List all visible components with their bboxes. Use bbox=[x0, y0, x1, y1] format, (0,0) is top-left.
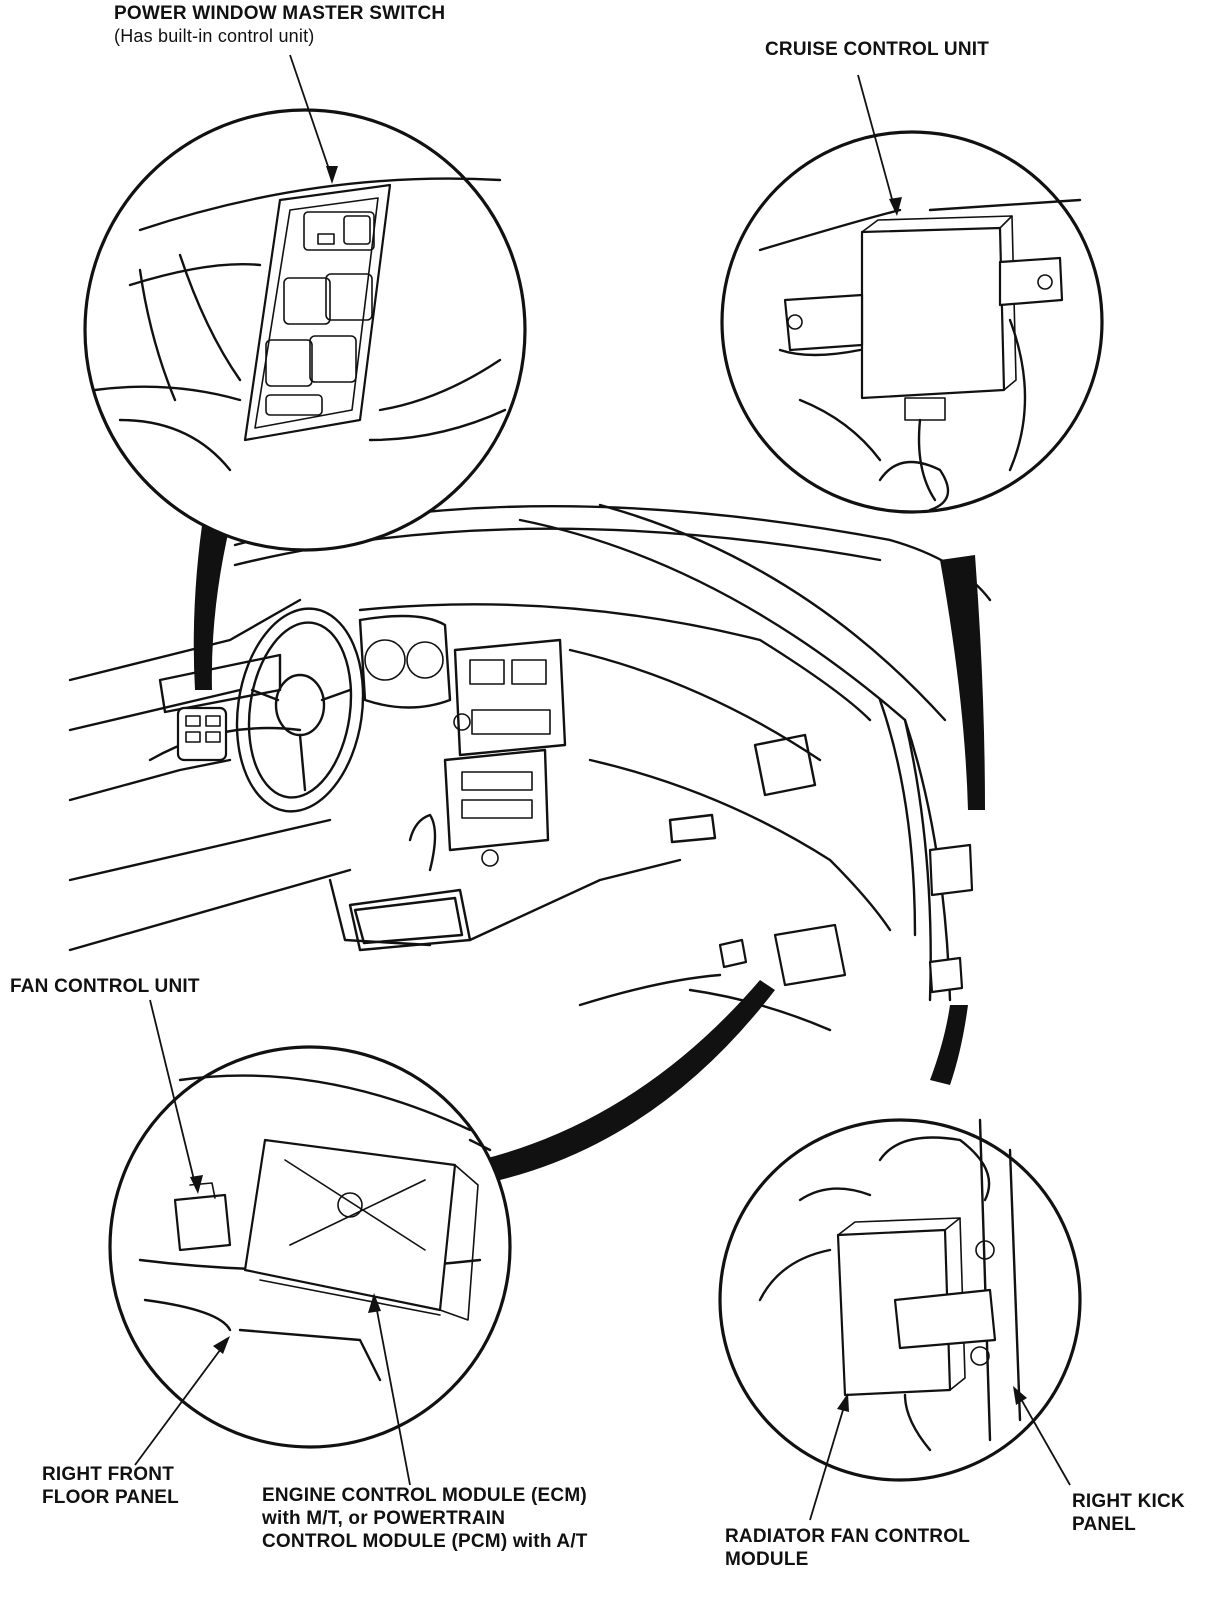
detail-power-window-switch bbox=[83, 108, 527, 552]
label-right-front-floor-panel: RIGHT FRONT FLOOR PANEL bbox=[42, 1463, 179, 1509]
engine-control-module-line-3: CONTROL MODULE (PCM) with A/T bbox=[262, 1531, 588, 1552]
radiator-fan-control-module-line-2: MODULE bbox=[725, 1549, 809, 1570]
engine-control-module-line-1: ENGINE CONTROL MODULE (ECM) bbox=[262, 1485, 587, 1506]
cruise-control-unit-title: CRUISE CONTROL UNIT bbox=[765, 39, 990, 60]
detail-radiator-fan bbox=[718, 1118, 1082, 1482]
right-front-floor-panel-line-1: RIGHT FRONT bbox=[42, 1464, 175, 1485]
fan-control-unit-title: FAN CONTROL UNIT bbox=[10, 976, 200, 997]
detail-ecm bbox=[108, 1045, 512, 1449]
callout-wedges bbox=[193, 505, 985, 1180]
power-window-switch-note: (Has built-in control unit) bbox=[114, 26, 315, 46]
right-kick-panel-line-2: PANEL bbox=[1072, 1514, 1136, 1535]
radiator-fan-control-module-line-1: RADIATOR FAN CONTROL bbox=[725, 1526, 971, 1547]
power-window-switch-title: POWER WINDOW MASTER SWITCH bbox=[114, 3, 446, 24]
dashboard-overview bbox=[68, 503, 992, 1032]
right-front-floor-panel-line-2: FLOOR PANEL bbox=[42, 1487, 179, 1508]
label-radiator-fan-control-module: RADIATOR FAN CONTROL MODULE bbox=[725, 1525, 970, 1571]
detail-cruise-control bbox=[720, 130, 1104, 514]
label-power-window-master-switch: POWER WINDOW MASTER SWITCH (Has built-in… bbox=[114, 2, 445, 48]
right-kick-panel-line-1: RIGHT KICK bbox=[1072, 1491, 1185, 1512]
label-engine-control-module: ENGINE CONTROL MODULE (ECM) with M/T, or… bbox=[262, 1484, 588, 1553]
label-fan-control-unit: FAN CONTROL UNIT bbox=[10, 975, 200, 998]
leader-arrows bbox=[134, 54, 1071, 1521]
label-right-kick-panel: RIGHT KICK PANEL bbox=[1072, 1490, 1185, 1536]
engine-control-module-line-2: with M/T, or POWERTRAIN bbox=[262, 1508, 506, 1529]
label-cruise-control-unit: CRUISE CONTROL UNIT bbox=[765, 38, 989, 61]
